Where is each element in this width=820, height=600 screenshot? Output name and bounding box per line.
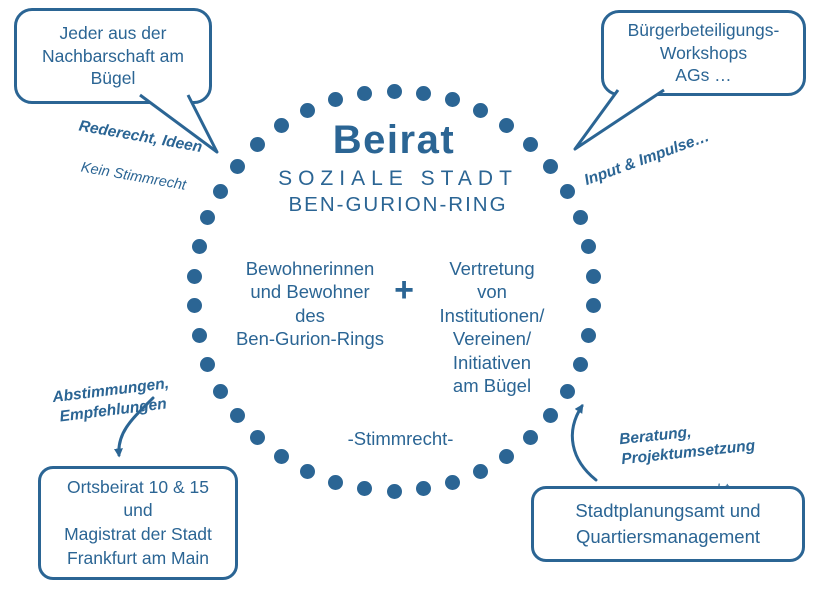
ring-dot — [273, 118, 289, 134]
ring-dot — [416, 85, 432, 101]
ring-dot — [559, 183, 575, 199]
note-beratung-bold: Beratung, Projektumsetzung — [618, 423, 756, 469]
note-rederecht-normal: Kein Stimmrecht — [79, 159, 188, 194]
ring-dot — [299, 463, 315, 479]
ring-dot — [542, 158, 558, 174]
ring-dot — [572, 356, 588, 372]
ring-dot — [213, 183, 229, 199]
circle-subtitle-soziale-stadt: SOZIALE STADT — [278, 167, 518, 190]
ring-dot — [187, 268, 203, 284]
note-rederecht-bold: Rederecht, Ideen — [77, 117, 204, 156]
voting-right-label: -Stimmrecht- — [347, 428, 454, 449]
ring-dot — [499, 448, 515, 464]
ring-dot — [250, 136, 266, 152]
box-stadtplanungsamt: Stadtplanungsamt und Quartiersmanagement — [531, 486, 805, 562]
ring-dot — [585, 268, 601, 284]
box-stadtplanungsamt-text: Stadtplanungsamt und Quartiersmanagement — [575, 500, 761, 547]
ring-dot — [299, 103, 315, 119]
ring-dot — [572, 210, 588, 226]
ring-dot — [386, 483, 402, 499]
speech-bubble-neighbourhood-text: Jeder aus der Nachbarschaft am Bügel — [41, 22, 184, 89]
box-ortsbeirat-magistrat-text: Ortsbeirat 10 & 15 und Magistrat der Sta… — [64, 476, 212, 568]
speech-bubble-neighbourhood: Jeder aus der Nachbarschaft am Bügel — [14, 8, 212, 104]
circle-subtitle-ben-gurion-ring: BEN-GURION-RING — [288, 193, 508, 216]
ring-dot — [213, 383, 229, 399]
ring-dot — [386, 83, 402, 99]
ring-dot — [416, 481, 432, 497]
ring-dot — [581, 238, 597, 254]
ring-dot — [542, 408, 558, 424]
ring-dot — [191, 328, 207, 343]
ring-dot — [445, 474, 461, 490]
group-institutions: Vertretung von Institutionen/ Vereinen/ … — [439, 258, 545, 397]
box-ortsbeirat-magistrat: Ortsbeirat 10 & 15 und Magistrat der Sta… — [38, 466, 238, 580]
ring-dot — [581, 328, 597, 343]
ring-dot — [230, 158, 246, 174]
ring-dot — [200, 210, 216, 226]
plus-sign: + — [394, 271, 414, 309]
ring-dot — [522, 136, 538, 152]
ring-dot — [191, 238, 207, 254]
circle-title: Beirat — [332, 118, 456, 162]
ring-dot — [187, 298, 203, 314]
ring-dot — [273, 448, 289, 464]
ring-dot — [327, 474, 343, 490]
ring-dot — [473, 463, 489, 479]
ring-dot — [499, 118, 515, 134]
ring-dot — [473, 103, 489, 119]
ring-dot — [445, 92, 461, 108]
ring-dot — [200, 356, 216, 372]
ring-dot — [327, 92, 343, 108]
ring-dot — [230, 408, 246, 424]
note-abstimmungen-bold: Abstimmungen, Empfehlungen — [51, 374, 170, 426]
group-residents: Bewohnerinnen und Bewohner des Ben-Gurio… — [235, 258, 385, 350]
ring-dot — [250, 430, 266, 446]
ring-dot — [522, 430, 538, 446]
ring-dot — [356, 85, 372, 101]
ring-dot — [559, 383, 575, 399]
speech-bubble-workshops-text: Bürgerbeteiligungs- Workshops AGs … — [627, 19, 780, 86]
ring-dot — [585, 298, 601, 314]
speech-bubble-workshops: Bürgerbeteiligungs- Workshops AGs … — [601, 10, 806, 96]
ring-dot — [356, 481, 372, 497]
